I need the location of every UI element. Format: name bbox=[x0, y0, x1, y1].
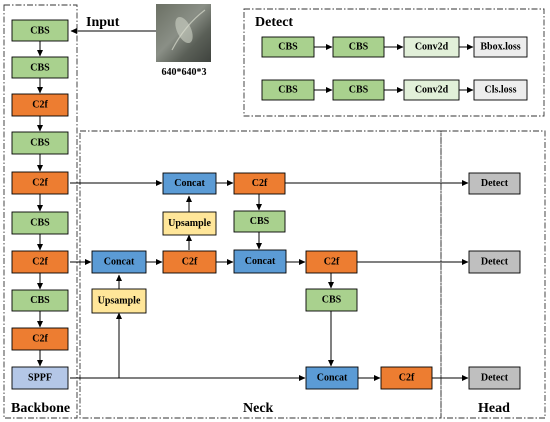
backbone-block-2: CBS bbox=[11, 56, 69, 79]
neck-mid-concat-right: Concat bbox=[233, 249, 287, 274]
bbox-branch-cbs-1: CBS bbox=[261, 36, 315, 58]
block-label: Detect bbox=[481, 257, 509, 268]
block-label: C2f bbox=[324, 257, 340, 268]
block-label: Concat bbox=[245, 256, 276, 267]
connectors bbox=[37, 28, 474, 381]
block-label: Concat bbox=[317, 373, 348, 384]
neck-top-c2f: C2f bbox=[233, 172, 286, 195]
block-label: C2f bbox=[32, 178, 48, 189]
head-detect-p4: Detect bbox=[468, 250, 521, 274]
block-label: CBS bbox=[322, 295, 342, 306]
block-label: C2f bbox=[252, 178, 268, 189]
backbone-block-7: C2f bbox=[11, 250, 69, 274]
block-label: C2f bbox=[182, 257, 198, 268]
head-region bbox=[440, 130, 546, 419]
backbone-block-10: SPPF bbox=[11, 366, 69, 390]
backbone-block-6: CBS bbox=[11, 211, 69, 235]
neck-region bbox=[79, 130, 442, 419]
backbone-block-9: C2f bbox=[11, 327, 69, 351]
block-label: Upsample bbox=[98, 296, 141, 307]
block-label: CBS bbox=[30, 63, 50, 74]
backbone-block-5: C2f bbox=[11, 171, 69, 195]
block-label: Conv2d bbox=[415, 85, 449, 96]
block-label: C2f bbox=[32, 334, 48, 345]
head-detect-p3: Detect bbox=[468, 172, 521, 195]
neck-mid-c2f: C2f bbox=[162, 250, 217, 274]
cls-branch-conv2d: Conv2d bbox=[403, 79, 460, 101]
block-label: CBS bbox=[30, 138, 50, 149]
neck-bottom-c2f: C2f bbox=[380, 366, 433, 390]
neck-cbs-low: CBS bbox=[305, 288, 358, 312]
block-label: C2f bbox=[32, 100, 48, 111]
cls-loss-block: Cls.loss bbox=[473, 79, 528, 101]
bbox-branch-cbs-2: CBS bbox=[332, 36, 385, 58]
backbone-block-1: CBS bbox=[11, 19, 69, 42]
block-label: Detect bbox=[481, 373, 509, 384]
block-label: Detect bbox=[481, 178, 509, 189]
neck-mid-c2f-right: C2f bbox=[305, 250, 358, 274]
backbone-region bbox=[3, 4, 78, 419]
backbone-block-3: C2f bbox=[11, 93, 69, 117]
block-label: C2f bbox=[32, 257, 48, 268]
neck-cbs-under-top: CBS bbox=[233, 210, 286, 233]
neck-bottom-concat: Concat bbox=[305, 366, 359, 390]
neck-blocks: Concat C2f Upsample CBS Concat C2f Conca… bbox=[91, 172, 433, 390]
neck-top-concat: Concat bbox=[162, 172, 217, 195]
detect-region bbox=[243, 8, 545, 117]
input-size-caption: 640*640*3 bbox=[162, 67, 207, 78]
head-blocks: Detect Detect Detect bbox=[468, 172, 521, 390]
neck-section-label: Neck bbox=[243, 401, 274, 416]
cls-branch-cbs-1: CBS bbox=[261, 79, 315, 101]
block-label: CBS bbox=[349, 85, 369, 96]
block-label: CBS bbox=[30, 26, 50, 37]
neck-upsample-top: Upsample bbox=[162, 211, 217, 236]
bbox-branch-conv2d: Conv2d bbox=[403, 36, 460, 58]
block-label: Cls.loss bbox=[485, 85, 517, 96]
block-label: CBS bbox=[30, 295, 50, 306]
input-image bbox=[156, 4, 211, 62]
cls-branch-cbs-2: CBS bbox=[332, 79, 385, 101]
block-label: CBS bbox=[30, 218, 50, 229]
block-label: CBS bbox=[278, 85, 298, 96]
block-label: CBS bbox=[349, 42, 369, 53]
detect-section-label: Detect bbox=[255, 15, 293, 30]
block-label: Bbox.loss bbox=[480, 42, 520, 53]
block-label: Conv2d bbox=[415, 42, 449, 53]
head-section-label: Head bbox=[478, 401, 510, 416]
block-label: Upsample bbox=[168, 218, 211, 229]
block-label: Concat bbox=[104, 257, 135, 268]
detect-head-blocks: CBS CBS Conv2d Bbox.loss CBS CBS Conv2d … bbox=[261, 36, 528, 101]
bbox-loss-block: Bbox.loss bbox=[473, 36, 528, 58]
neck-mid-concat-left: Concat bbox=[91, 250, 147, 274]
block-label: SPPF bbox=[28, 373, 52, 384]
backbone-blocks: CBS CBS C2f CBS C2f CBS C2f CBS C2f SPPF bbox=[11, 19, 69, 390]
block-label: Concat bbox=[174, 178, 205, 189]
backbone-block-4: CBS bbox=[11, 131, 69, 155]
head-detect-p5: Detect bbox=[468, 366, 521, 390]
neck-upsample-low: Upsample bbox=[91, 288, 147, 314]
block-label: CBS bbox=[250, 216, 270, 227]
block-label: C2f bbox=[399, 373, 415, 384]
block-label: CBS bbox=[278, 42, 298, 53]
backbone-section-label: Backbone bbox=[11, 401, 70, 416]
backbone-block-8: CBS bbox=[11, 289, 69, 312]
input-section-label: Input bbox=[86, 15, 120, 30]
